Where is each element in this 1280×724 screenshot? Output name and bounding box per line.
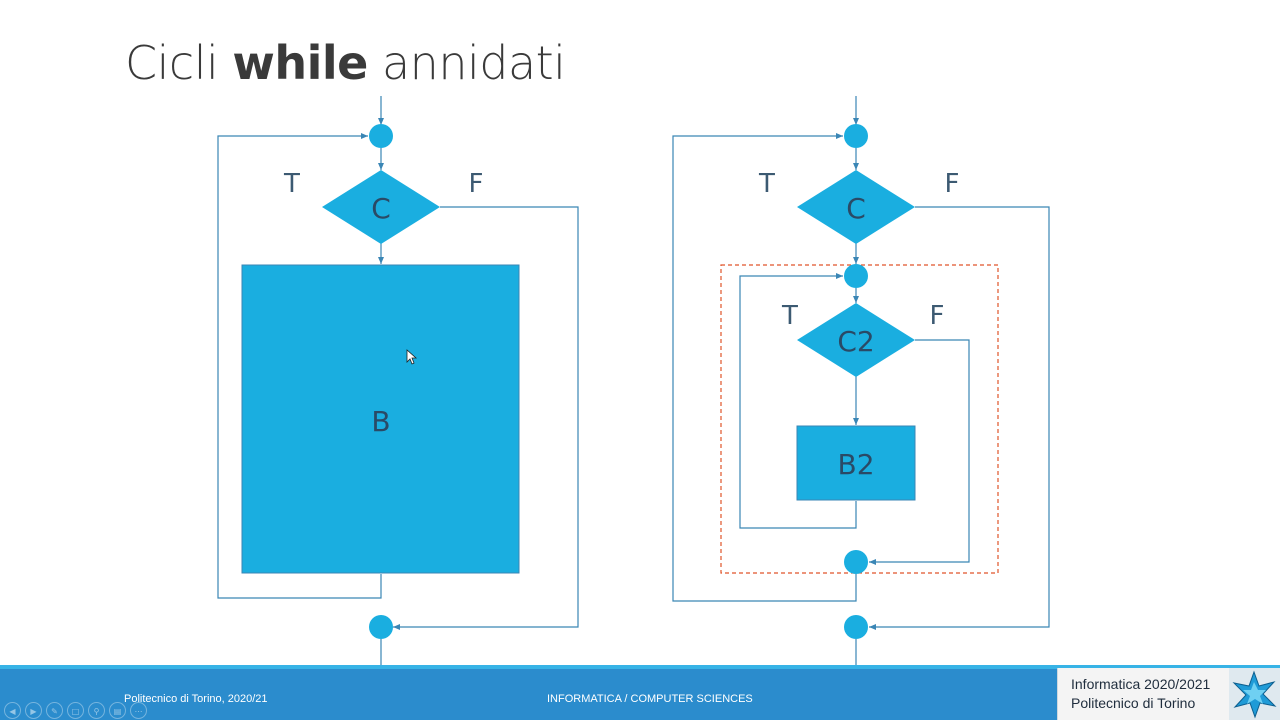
left-condition-label: C	[371, 192, 391, 225]
inner-condition-diamond	[797, 303, 915, 377]
left-loop-back-line	[217, 133, 382, 599]
right-condition-label: C	[846, 192, 866, 225]
inner-false-line	[869, 339, 970, 565]
polito-logo	[1229, 668, 1280, 720]
left-body-block	[241, 264, 520, 574]
more-icon[interactable]: ⋯	[130, 702, 147, 719]
left-false-line	[393, 206, 579, 630]
inner-top-connector	[844, 264, 868, 288]
slides-icon[interactable]: □	[67, 702, 84, 719]
right-condition-diamond	[797, 170, 915, 244]
title-part2: annidati	[367, 36, 566, 90]
star-logo-icon	[1232, 670, 1277, 719]
right-bottom-connector	[844, 615, 868, 639]
course-info-line2: Politecnico di Torino	[1071, 695, 1196, 711]
left-false-label: F	[469, 169, 484, 199]
right-false-label: F	[945, 169, 960, 199]
zoom-icon[interactable]: ⚲	[88, 702, 105, 719]
title-part1: Cicli	[125, 36, 233, 90]
course-info-line1: Informatica 2020/2021	[1071, 676, 1211, 692]
right-false-line	[869, 206, 1050, 630]
footer-center-text: INFORMATICA / COMPUTER SCIENCES	[547, 693, 753, 705]
next-slide-icon[interactable]: ▶	[25, 702, 42, 719]
slideshow-controls: ◀ ▶ ✎ □ ⚲ ▤ ⋯	[4, 702, 147, 719]
left-top-connector	[369, 124, 393, 148]
inner-body-block	[796, 425, 916, 501]
right-loop-back-line	[672, 133, 857, 602]
right-true-label: T	[758, 169, 775, 199]
inner-true-label: T	[781, 301, 798, 331]
flowchart-canvas: C B T F C C2 B2 T F T F	[217, 96, 1050, 665]
right-flowchart	[672, 96, 1050, 665]
left-condition-diamond	[322, 170, 440, 244]
left-flowchart	[217, 96, 579, 665]
title-keyword: while	[232, 36, 368, 90]
subtitles-icon[interactable]: ▤	[109, 702, 126, 719]
left-body-label: B	[371, 405, 390, 438]
left-bottom-connector	[369, 615, 393, 639]
course-info-box: Informatica 2020/2021 Politecnico di Tor…	[1057, 668, 1230, 720]
footer-left-text: Politecnico di Torino, 2020/21	[124, 693, 268, 705]
inner-loop-back-line	[739, 273, 857, 529]
pen-icon[interactable]: ✎	[46, 702, 63, 719]
left-true-label: T	[283, 169, 300, 199]
inner-bottom-connector	[844, 550, 868, 574]
slide-title: Cicli while annidati	[125, 36, 566, 90]
prev-slide-icon[interactable]: ◀	[4, 702, 21, 719]
inner-body-label: B2	[837, 448, 874, 481]
inner-condition-label: C2	[837, 325, 874, 358]
right-top-connector	[844, 124, 868, 148]
inner-false-label: F	[930, 301, 945, 331]
cursor-icon	[406, 349, 418, 365]
